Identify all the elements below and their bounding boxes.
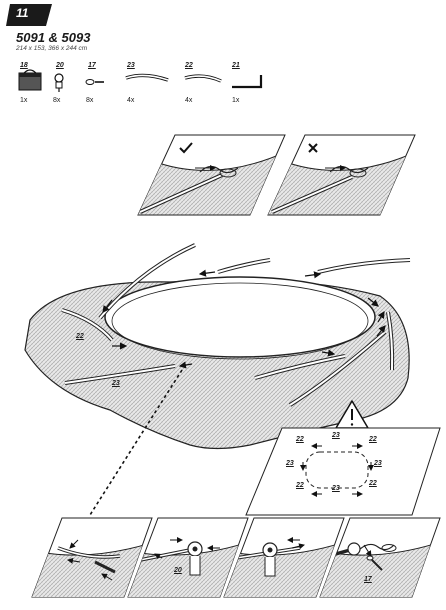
part-quantity: 4x — [127, 97, 135, 104]
part-quantity: 8x — [86, 97, 94, 104]
layout-label: 23 — [286, 460, 294, 467]
detail-panel-4 — [319, 517, 441, 598]
part-quantity: 1x — [20, 97, 28, 104]
part-number: 20 — [56, 62, 64, 69]
step-badge — [6, 4, 52, 26]
curved-pole-icon — [125, 73, 169, 82]
trampoline-mat — [24, 276, 410, 450]
layout-label: 22 — [369, 480, 377, 487]
detail-panel-2 — [127, 517, 249, 598]
step-number: 11 — [16, 6, 29, 20]
layout-label: 23 — [374, 460, 382, 467]
leader-line — [89, 369, 183, 516]
cross-icon — [308, 143, 318, 153]
screw-label: 17 — [364, 576, 372, 583]
part-number: 17 — [88, 62, 96, 69]
parts-list: 18 20 17 23 22 21 1x 8x 8x 4x 4x 1x — [0, 0, 446, 110]
hex-key-icon — [232, 75, 263, 89]
layout-label: 22 — [296, 436, 304, 443]
detail-panel-3 — [223, 517, 345, 598]
layout-label: 22 — [296, 482, 304, 489]
curved-pole-icon — [184, 74, 222, 83]
pole-label-22: 22 — [76, 333, 84, 340]
bolt-assembly-icon — [54, 73, 64, 92]
pole-label-23: 23 — [112, 380, 120, 387]
check-icon — [179, 142, 193, 154]
part-number: 22 — [185, 62, 193, 69]
enclosure-poles — [61, 243, 411, 407]
parts-icons — [18, 69, 263, 92]
bolt-label: 20 — [174, 567, 182, 574]
part-quantity: 1x — [232, 97, 240, 104]
part-quantity: 8x — [53, 97, 61, 104]
layout-label: 23 — [332, 432, 340, 439]
pole-layout-panel — [245, 427, 441, 516]
part-quantity: 4x — [185, 97, 193, 104]
model-sizes: 214 x 153, 366 x 244 cm — [16, 45, 88, 52]
wrong-detail-panel — [267, 134, 416, 216]
layout-label: 22 — [369, 436, 377, 443]
layout-label: 23 — [332, 485, 340, 492]
part-number: 23 — [127, 62, 135, 69]
direction-arrows — [102, 269, 386, 369]
part-number: 21 — [232, 62, 240, 69]
detail-panel-1 — [31, 517, 153, 598]
model-title: 5091 & 5093 — [16, 30, 91, 45]
correct-detail-panel — [137, 134, 286, 216]
screw-icon — [85, 79, 104, 85]
bag-icon — [18, 69, 42, 91]
part-number: 18 — [20, 62, 28, 69]
